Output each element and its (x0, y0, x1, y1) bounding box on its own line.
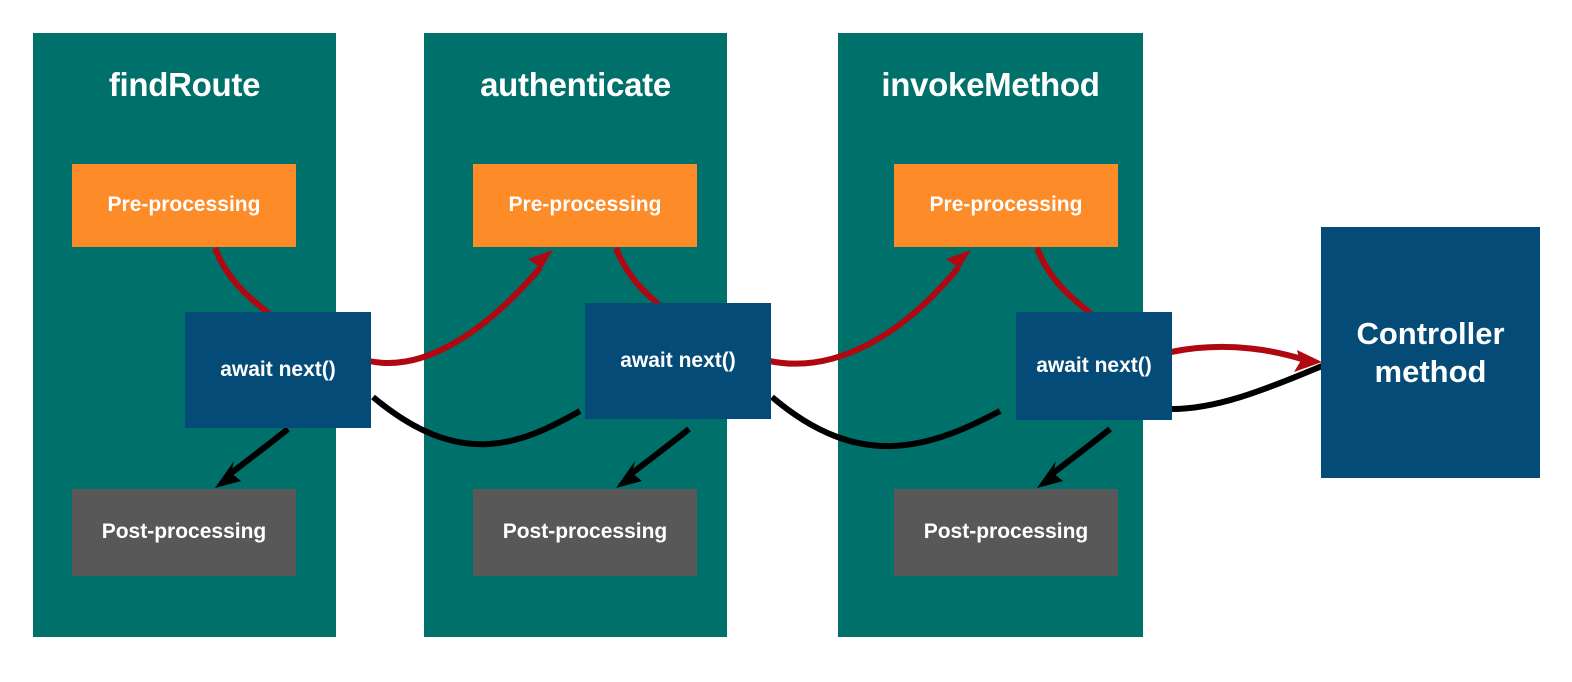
node-pre-processing-find-route[interactable]: Pre-processing (72, 164, 296, 247)
node-post-processing-authenticate[interactable]: Post-processing (473, 489, 697, 576)
node-pre-processing-authenticate[interactable]: Pre-processing (473, 164, 697, 247)
edge-controller-to-post3 (1171, 363, 1324, 412)
node-post-processing-invoke-method[interactable]: Post-processing (894, 489, 1118, 576)
node-await-next-invoke-method[interactable]: await next() (1016, 312, 1172, 420)
panel-title-authenticate: authenticate (480, 66, 671, 103)
panel-title-invoke-method: invokeMethod (881, 66, 1100, 103)
controller-method-line-2: method (1374, 353, 1487, 389)
node-controller-method[interactable]: Controller method (1321, 227, 1540, 478)
node-post-processing-find-route[interactable]: Post-processing (72, 489, 296, 576)
arrowhead-await3-to-controller (1294, 350, 1322, 372)
node-await-next-authenticate[interactable]: await next() (585, 303, 771, 419)
controller-method-line-1: Controller (1356, 315, 1505, 351)
edge-await3-to-controller (1170, 343, 1306, 363)
node-await-next-find-route[interactable]: await next() (185, 312, 371, 428)
node-pre-processing-invoke-method[interactable]: Pre-processing (894, 164, 1118, 247)
panel-title-find-route: findRoute (108, 66, 261, 103)
